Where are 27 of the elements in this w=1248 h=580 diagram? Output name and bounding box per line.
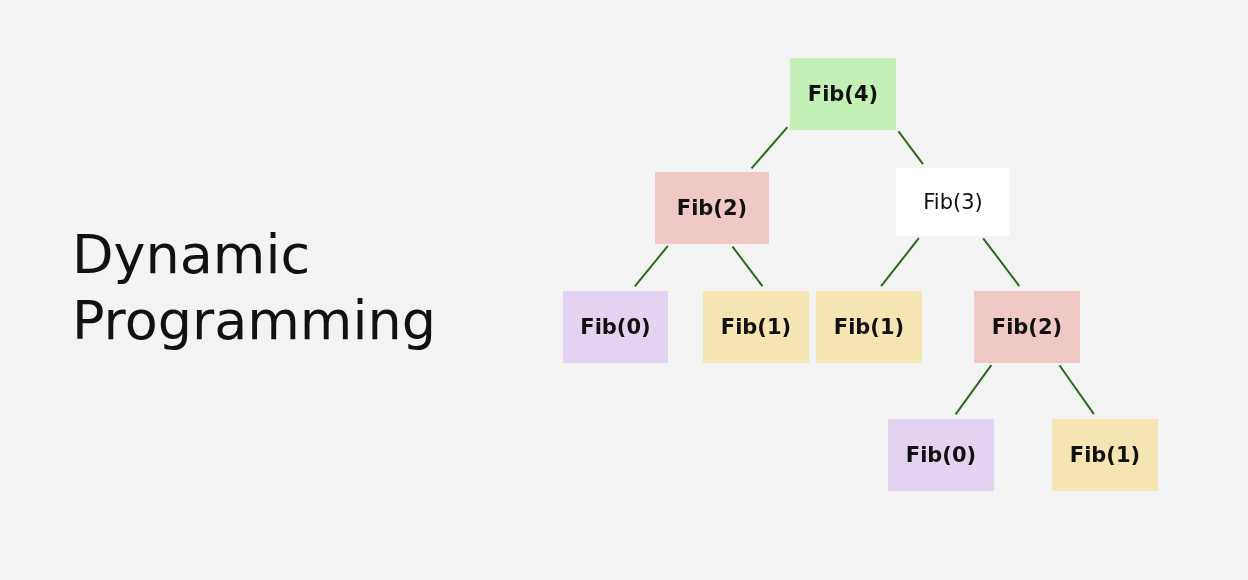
node-label: Fib(0)	[905, 443, 977, 467]
node-box	[790, 58, 896, 130]
node-box	[1052, 419, 1158, 491]
node-label: Fib(0)	[580, 315, 651, 339]
connector-line	[750, 126, 789, 170]
connector-line	[897, 130, 924, 166]
node-label: Fib(4)	[807, 82, 879, 106]
node-box	[703, 291, 809, 363]
node-label: Fib(3)	[923, 190, 983, 214]
connector-line	[982, 237, 1021, 288]
node-label: Fib(2)	[991, 315, 1063, 339]
connector-line	[880, 237, 920, 288]
node-box	[896, 168, 1010, 236]
node-box	[563, 291, 668, 363]
node-box	[974, 291, 1080, 363]
connector-line	[633, 244, 669, 288]
node-box	[888, 419, 994, 491]
node-label: Fib(1)	[833, 315, 905, 339]
node-label: Fib(1)	[1069, 443, 1141, 467]
connector-line	[731, 245, 764, 288]
node-label: Fib(1)	[720, 315, 792, 339]
title: Dynamic Programming	[72, 222, 437, 354]
node-box	[816, 291, 922, 363]
node-box	[655, 172, 769, 244]
node-label: Fib(2)	[676, 196, 748, 220]
connector-line	[1058, 364, 1095, 416]
connector-line	[954, 364, 993, 416]
